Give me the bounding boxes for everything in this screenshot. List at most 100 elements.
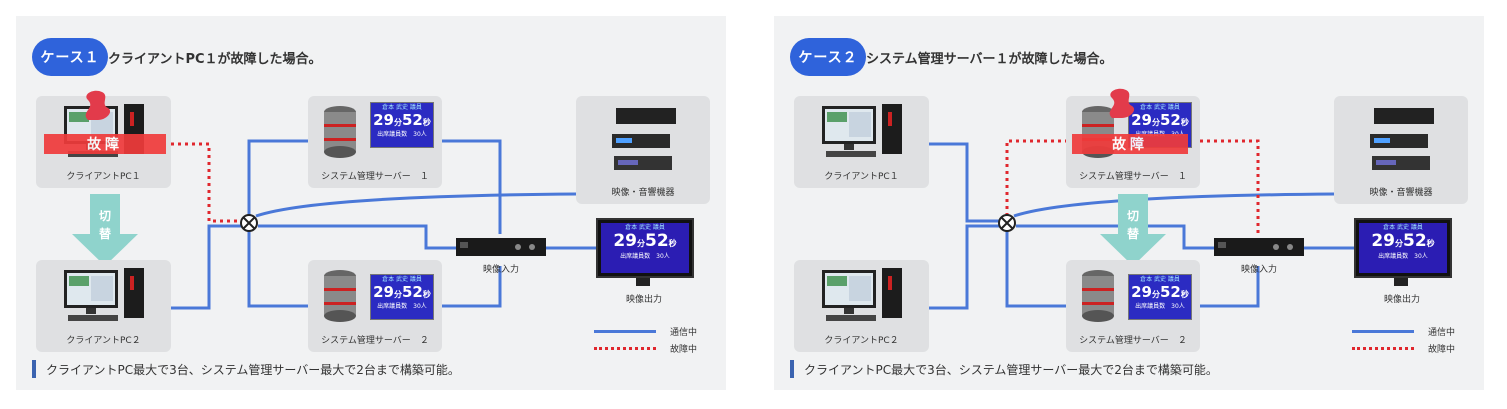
switch-label-2: 替 (1126, 227, 1139, 241)
screen-count: 出席議員数 30人 (377, 131, 427, 138)
wire-server2-input (1200, 266, 1260, 308)
screen-min-unit: 分 (394, 118, 402, 127)
av-equipment-label: 映像・音響機器 (611, 188, 675, 198)
legend-active-label: 通信中 (670, 328, 698, 338)
server1-label: システム管理サーバー １ (321, 172, 429, 182)
screen-min-unit: 分 (394, 290, 402, 299)
screen-name: 倉本 武史 議員 (382, 104, 422, 111)
wire-hub-server1 (247, 139, 308, 216)
fault-label: 故障 (1072, 134, 1188, 154)
server-screen: 倉本 武史 議員 29分52秒 出席議員数 30人 (1128, 274, 1192, 320)
screen-time: 29分52秒 (371, 284, 433, 303)
client-pc1-label: クライアントPC１ (66, 172, 141, 182)
screen-sec: 52 (1160, 111, 1181, 129)
wire-server2-input (442, 266, 502, 308)
screen-time: 29分52秒 (1359, 232, 1447, 253)
footer-note: クライアントPC最大で3台、システム管理サーバー最大で2台まで構築可能。 (804, 363, 1218, 377)
wire-server1-input (442, 139, 502, 234)
screen-min: 29 (1131, 283, 1152, 301)
legend-active-line (1352, 330, 1414, 333)
screen-sec-unit: 秒 (1180, 290, 1189, 299)
screen-name: 倉本 武史 議員 (1140, 104, 1180, 111)
case-title: システム管理サーバー１が故障した場合。 (866, 52, 1113, 67)
legend-active-label: 通信中 (1428, 328, 1456, 338)
wire-client1 (929, 142, 1002, 223)
switch-label-2: 替 (98, 227, 111, 241)
fault-label: 故障 (44, 134, 166, 154)
server-screen: 倉本 武史 議員 29分52秒 出席議員数 30人 (370, 274, 434, 320)
monitor-screen: 倉本 武史 議員 29分52秒 出席議員数 30人 (601, 223, 689, 273)
legend-fault-line (1352, 347, 1414, 350)
case-title: クライアントPC１が故障した場合。 (108, 52, 322, 67)
wire-hub-av (255, 192, 577, 218)
desktop-pc-icon (822, 104, 902, 157)
case-badge: ケース１ (32, 38, 108, 76)
wire-client1-fault (171, 142, 244, 223)
server-icon (324, 270, 356, 322)
screen-min-unit: 分 (1152, 118, 1160, 127)
screen-min: 29 (373, 283, 394, 301)
wire-client2 (929, 224, 1002, 310)
server1-label: システム管理サーバー １ (1079, 172, 1187, 182)
screen-sec: 52 (402, 111, 423, 129)
screen-sec: 52 (645, 231, 669, 251)
monitor-stand (636, 278, 650, 286)
screen-sec: 52 (1160, 283, 1181, 301)
server2-box: 倉本 武史 議員 29分52秒 出席議員数 30人 システム管理サーバー ２ (308, 260, 442, 352)
footer-note: クライアントPC最大で3台、システム管理サーバー最大で2台まで構築可能。 (46, 363, 460, 377)
screen-sec-unit: 秒 (422, 290, 431, 299)
footer-accent-bar (32, 360, 36, 378)
av-device-icon (1370, 108, 1434, 170)
av-device-icon (612, 108, 676, 170)
wire-server1-input-fault (1200, 139, 1260, 234)
screen-count: 出席議員数 30人 (1378, 253, 1428, 260)
wire-hub-input (1016, 224, 1214, 250)
server2-label: システム管理サーバー ２ (1079, 336, 1187, 346)
screen-name: 倉本 武史 議員 (625, 224, 665, 231)
desktop-pc-icon (64, 268, 144, 321)
screen-sec-unit: 秒 (668, 239, 677, 248)
smoke-icon (85, 90, 111, 120)
monitor-screen: 倉本 武史 議員 29分52秒 出席議員数 30人 (1359, 223, 1447, 273)
wire-hub-server2 (1005, 231, 1066, 308)
switch-label-1: 切 (1126, 209, 1139, 223)
video-input-device-icon (456, 238, 546, 256)
screen-sec-unit: 秒 (422, 118, 431, 127)
screen-time: 29分52秒 (371, 112, 433, 131)
footer-accent-bar (790, 360, 794, 378)
desktop-pc-icon (822, 268, 902, 321)
server-icon (1082, 270, 1114, 322)
screen-count: 出席議員数 30人 (1135, 303, 1185, 310)
client-pc2-label: クライアントPC２ (66, 336, 141, 346)
server-icon (324, 106, 356, 158)
screen-min: 29 (1371, 231, 1395, 251)
screen-sec-unit: 秒 (1426, 239, 1435, 248)
wire-hub-server2 (247, 231, 308, 308)
screen-min: 29 (1131, 111, 1152, 129)
legend-fault-label: 故障中 (1428, 345, 1456, 355)
video-output-monitor: 倉本 武史 議員 29分52秒 出席議員数 30人 (596, 218, 694, 278)
screen-time: 29分52秒 (601, 232, 689, 253)
case-panel-1: ケース１ クライアントPC１が故障した場合。 クライアントPC１ 故障 切 替 (16, 16, 726, 390)
network-wires (171, 139, 596, 310)
video-output-monitor: 倉本 武史 議員 29分52秒 出席議員数 30人 (1354, 218, 1452, 278)
wire-client2 (171, 224, 244, 310)
screen-name: 倉本 武史 議員 (1140, 276, 1180, 283)
legend-fault-line (594, 347, 656, 350)
client-pc2-box: クライアントPC２ (794, 260, 929, 352)
server2-box: 倉本 武史 議員 29分52秒 出席議員数 30人 システム管理サーバー ２ (1066, 260, 1200, 352)
screen-sec: 52 (402, 283, 423, 301)
client-pc1-box: クライアントPC１ (794, 96, 929, 188)
client-pc2-label: クライアントPC２ (824, 336, 899, 346)
av-equipment-label: 映像・音響機器 (1369, 188, 1433, 198)
video-input-device-icon (1214, 238, 1304, 256)
client-pc1-label: クライアントPC１ (824, 172, 899, 182)
screen-min-unit: 分 (637, 239, 645, 248)
wire-hub-server1-fault (1005, 139, 1066, 216)
smoke-icon (1109, 88, 1135, 118)
screen-name: 倉本 武史 議員 (382, 276, 422, 283)
av-equipment-box: 映像・音響機器 (1334, 96, 1468, 204)
server2-label: システム管理サーバー ２ (321, 336, 429, 346)
screen-count: 出席議員数 30人 (620, 253, 670, 260)
switch-label-1: 切 (98, 209, 111, 223)
